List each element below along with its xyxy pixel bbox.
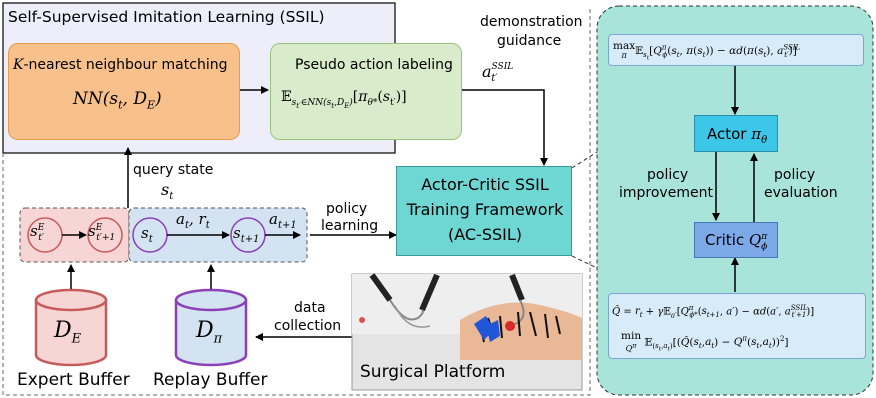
expert-state-t1-node bbox=[87, 217, 123, 253]
replay-buffer-cylinder bbox=[174, 288, 248, 367]
outer-dashed-frame bbox=[2, 6, 591, 396]
actor-label: Actor πθ bbox=[707, 125, 768, 146]
query-state-label: query state bbox=[133, 162, 214, 178]
acssil-line1: Actor-Critic SSIL bbox=[421, 175, 549, 194]
expert-state-t: sEt′ bbox=[30, 222, 45, 243]
actor-box: Actor πθ bbox=[694, 115, 778, 152]
knn-formula: NN(st, DE) bbox=[73, 89, 162, 112]
acssil-line2: Training Framework bbox=[406, 200, 564, 219]
expert-buffer-cylinder bbox=[34, 288, 108, 367]
acssil-line3: (AC-SSIL) bbox=[447, 225, 523, 244]
critic-label: Critic Qπϕ bbox=[705, 231, 768, 252]
query-state-var: st bbox=[161, 180, 174, 203]
ssil-title: Self-Supervised Imitation Learning (SSIL… bbox=[8, 8, 325, 26]
learning-label: learning bbox=[321, 218, 379, 234]
policy-improvement-1: policy bbox=[647, 167, 689, 183]
policy-label: policy bbox=[326, 201, 368, 217]
replay-buffer-label: Replay Buffer bbox=[153, 370, 268, 390]
knn-matching-box: K-nearest neighbour matching NN(st, DE) bbox=[8, 43, 240, 140]
data-label: data bbox=[294, 300, 326, 316]
collection-label: collection bbox=[274, 318, 342, 334]
replay-buffer-symbol: Dπ bbox=[196, 318, 223, 347]
pseudo-labeling-box: Pseudo action labeling 𝔼st′∈NN(st,DE)[πθ… bbox=[270, 43, 462, 140]
pseudo-title: Pseudo action labeling bbox=[295, 57, 453, 73]
replay-state-t1: st+1 bbox=[233, 224, 260, 245]
demonstration-label: demonstration bbox=[480, 14, 583, 30]
replay-state-t: st bbox=[141, 224, 153, 245]
surgical-platform-label: Surgical Platform bbox=[360, 362, 506, 382]
pseudo-to-acssil-arrow bbox=[462, 89, 548, 166]
ssil-action-label: aSSILt′ bbox=[482, 62, 514, 85]
replay-action-reward: at, rt bbox=[176, 210, 210, 231]
critic-objective-box: Q̂ = rt + γ𝔼a′[Qπϕ*(st+1, a′) − αd(a′, a… bbox=[608, 293, 866, 359]
policy-evaluation-1: policy bbox=[774, 167, 816, 183]
expert-buffer-label: Expert Buffer bbox=[17, 370, 130, 390]
policy-evaluation-2: evaluation bbox=[764, 185, 838, 201]
expert-buffer-symbol: DE bbox=[54, 318, 82, 347]
expert-state-t1: sEt′+1 bbox=[88, 222, 116, 243]
replay-action-t1: at+1 bbox=[269, 210, 297, 231]
guidance-label: guidance bbox=[497, 33, 562, 49]
surgical-platform-image bbox=[351, 273, 583, 391]
pseudo-formula: 𝔼st′∈NN(st,DE)[πθ*(st′)] bbox=[281, 89, 407, 110]
critic-target-formula: Q̂ = rt + γ𝔼a′[Qπϕ*(st+1, a′) − αd(a′, a… bbox=[612, 304, 815, 320]
knn-title: K-nearest neighbour matching bbox=[13, 57, 228, 73]
critic-box: Critic Qπϕ bbox=[694, 222, 778, 258]
acssil-framework-box: Actor-Critic SSIL Training Framework (AC… bbox=[396, 166, 572, 256]
policy-improvement-2: improvement bbox=[619, 185, 713, 201]
